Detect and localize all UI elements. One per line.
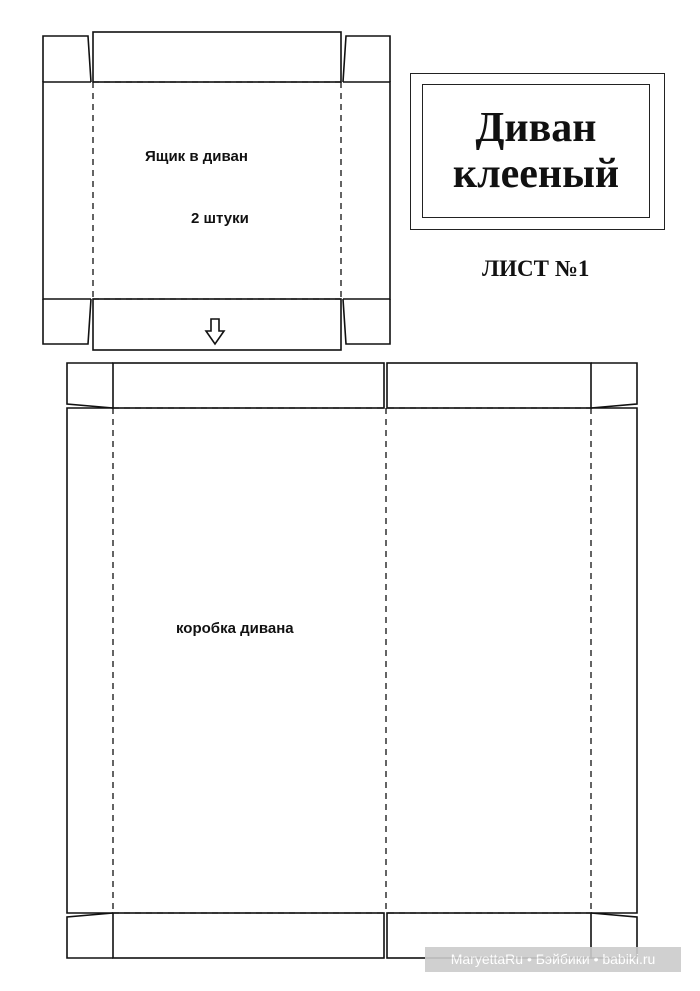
drawer-quantity: 2 штуки	[191, 210, 249, 227]
box-left-side	[66, 407, 113, 914]
drawer-corner-flap-tr	[342, 35, 391, 83]
arrow-down-icon	[204, 318, 226, 346]
title-line-1: Диван	[475, 105, 597, 151]
box-corner-flap-bl	[66, 912, 114, 959]
title-block-inner: Диван клееный	[422, 84, 650, 218]
drawer-pattern	[42, 31, 391, 351]
drawer-corner-flap-tl	[42, 35, 92, 83]
box-corner-flap-tr	[590, 362, 638, 409]
box-top-flap-right	[386, 362, 592, 409]
watermark: MaryettaRu • Бэйбики • babiki.ru	[425, 947, 681, 972]
box-bottom-flap-left	[112, 912, 385, 959]
drawer-label: Ящик в диван	[145, 148, 248, 165]
drawer-right-side	[343, 81, 391, 300]
sheet-number: ЛИСТ №1	[482, 256, 590, 281]
title-line-2: клееный	[452, 151, 620, 197]
box-right-side	[591, 407, 638, 914]
drawer-left-side	[42, 81, 91, 300]
box-top-flap-left	[112, 362, 385, 409]
box-pattern	[66, 362, 638, 959]
drawer-corner-flap-bl	[42, 298, 92, 345]
drawer-corner-flap-br	[342, 298, 391, 345]
box-corner-flap-tl	[66, 362, 114, 409]
box-label: коробка дивана	[176, 620, 294, 637]
drawer-top-flap	[92, 31, 342, 83]
title-block: Диван клееный	[410, 73, 665, 230]
